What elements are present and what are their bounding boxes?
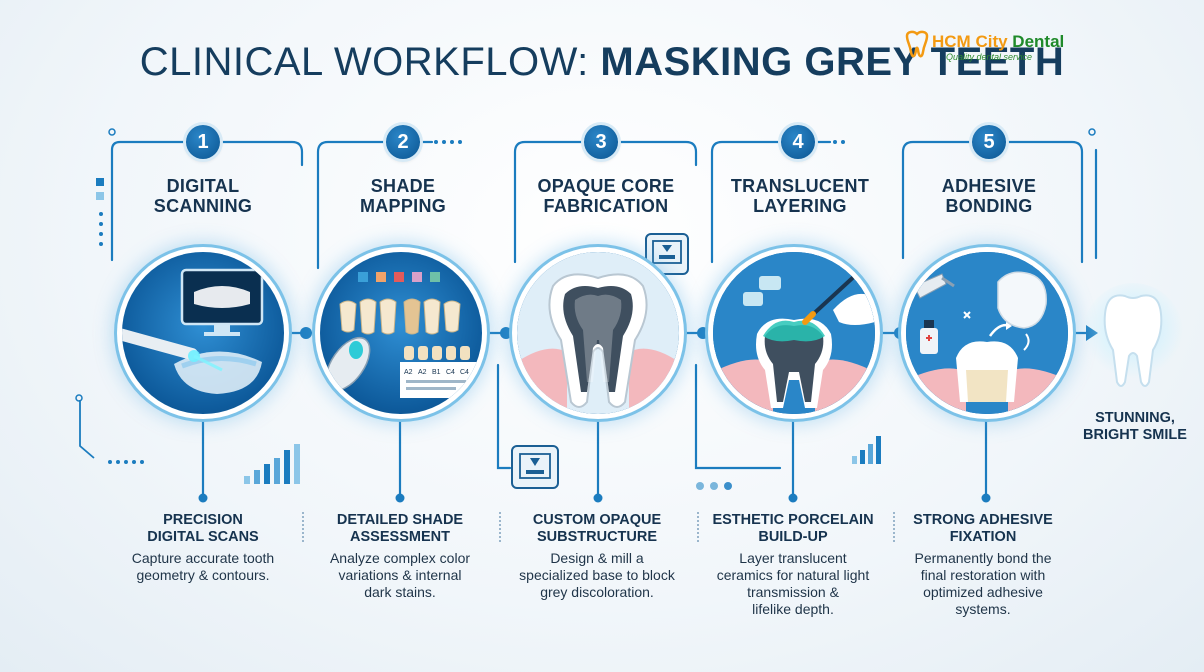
intraoral-scanner-icon: [122, 268, 264, 394]
final-result-label: STUNNING,BRIGHT SMILE: [1083, 410, 1187, 443]
svg-text:C4: C4: [446, 369, 455, 376]
brand-tagline: Quality dental service: [946, 52, 1033, 62]
step-3-illustration: [517, 252, 679, 414]
step-5-illustration: [906, 252, 1068, 414]
column-separator: [499, 512, 501, 542]
page-title: CLINICAL WORKFLOW: MASKING GREY TEETH: [139, 40, 1065, 84]
step-1-illustration: [122, 252, 284, 414]
step-1-number: 1: [186, 125, 220, 159]
column-separator: [302, 512, 304, 542]
step-4-number: 4: [781, 125, 815, 159]
porcelain-brush-icon: [713, 252, 875, 414]
tooth-logo-icon: [905, 30, 929, 58]
step-5-number: 5: [972, 125, 1006, 159]
svg-text:A2: A2: [404, 369, 413, 376]
printer-icon: [511, 445, 559, 489]
column-separator: [697, 512, 699, 542]
tooth-cross-section-icon: [517, 252, 679, 414]
bright-tooth-icon: [1083, 283, 1183, 387]
crown-bonding-icon: [906, 252, 1068, 414]
printer-icon-small: [645, 233, 689, 275]
column-separator: [893, 512, 895, 542]
brand-logo: HCM City Dental Quality dental service: [902, 30, 1092, 66]
step-3-number: 3: [584, 125, 618, 159]
svg-text:C4: C4: [460, 369, 469, 376]
svg-text:B1: B1: [432, 369, 441, 376]
svg-text:A2: A2: [418, 369, 427, 376]
step-4-illustration: [713, 252, 875, 414]
step-2-illustration: A2 A2 B1 C4 C4: [320, 252, 482, 414]
brand-name: HCM City Dental: [932, 32, 1065, 51]
step-2-number: 2: [386, 125, 420, 159]
shade-guide-icon: A2 A2 B1 C4 C4: [325, 272, 478, 398]
